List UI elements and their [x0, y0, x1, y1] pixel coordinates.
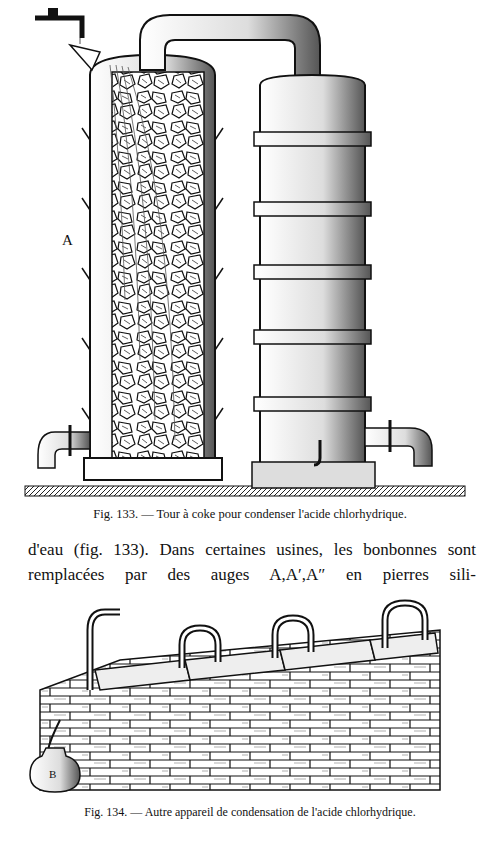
- part-letter: A: [62, 232, 73, 249]
- figure-caption: Fig. 133. — Tour à coke pour condenser l…: [93, 507, 407, 522]
- part-letter: B: [49, 768, 56, 780]
- figure-caption: Fig. 134. — Autre appareil de condensati…: [84, 805, 415, 820]
- body-text: d'eau (fig. 133). Dans certaines usines,…: [28, 537, 476, 587]
